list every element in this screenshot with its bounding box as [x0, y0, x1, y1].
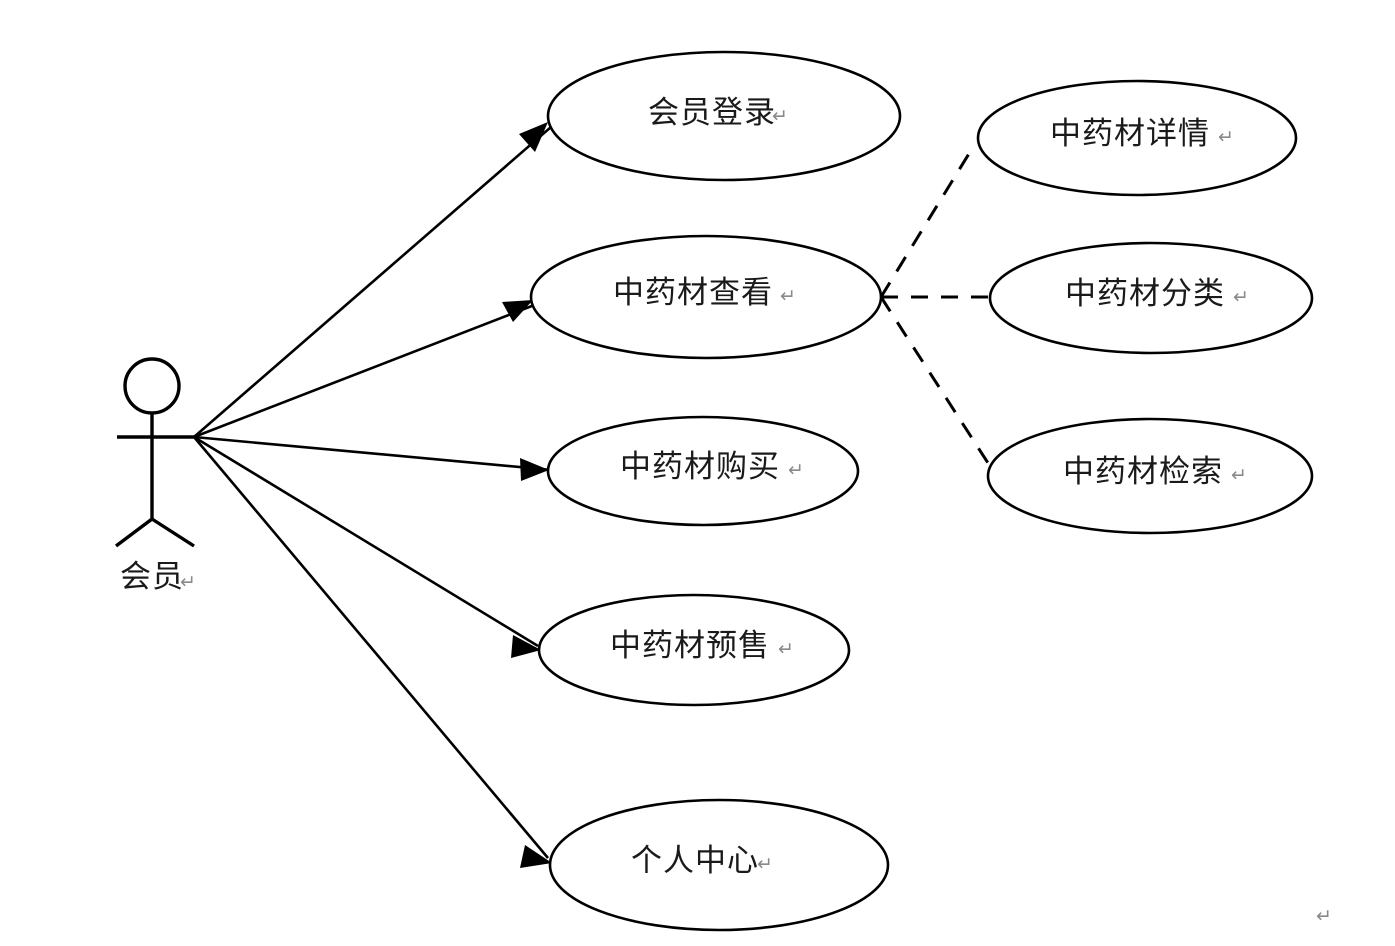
arrowhead-icon: [520, 845, 552, 868]
actor-member[interactable]: 会员 ↵: [114, 357, 196, 594]
dependency-layer: [879, 151, 992, 464]
use-case-label: 中药材查看: [613, 275, 773, 310]
pilcrow-icon: ↵: [788, 460, 804, 481]
arrowhead-icon: [511, 635, 541, 658]
use-case-herb-detail[interactable]: 中药材详情 ↵: [976, 79, 1298, 197]
association-line: [193, 436, 549, 859]
actor-label: 会员: [120, 559, 184, 594]
use-case-herb-purchase[interactable]: 中药材购买 ↵: [546, 415, 860, 527]
use-case-ellipse: [546, 415, 860, 527]
dependency-herb-view-to-detail[interactable]: [879, 151, 972, 298]
association-member-to-login[interactable]: [193, 122, 552, 438]
pilcrow-icon: ↵: [778, 639, 794, 660]
use-case-label: 中药材购买: [620, 449, 780, 484]
use-case-ellipse: [537, 593, 851, 707]
association-line: [193, 435, 539, 648]
association-layer: [193, 122, 553, 868]
use-case-herb-view[interactable]: 中药材查看 ↵: [529, 234, 883, 360]
association-line: [193, 302, 538, 439]
association-line: [193, 126, 552, 438]
association-line: [193, 435, 553, 472]
dependency-herb-view-to-search[interactable]: [879, 296, 990, 464]
pilcrow-icon: ↵: [180, 572, 196, 593]
arrowhead-icon: [520, 458, 549, 481]
use-case-ellipse: [986, 417, 1314, 535]
actor-head-icon: [123, 357, 181, 415]
use-case-herb-search[interactable]: 中药材检索 ↵: [986, 417, 1314, 535]
use-case-ellipse: [546, 50, 902, 182]
use-case-label: 会员登录: [648, 95, 776, 130]
use-case-herb-category[interactable]: 中药材分类 ↵: [988, 241, 1314, 355]
pilcrow-icon: ↵: [1231, 465, 1247, 486]
association-member-to-herb-presale[interactable]: [193, 435, 541, 658]
pilcrow-icon: ↵: [772, 106, 788, 127]
pilcrow-icon: ↵: [780, 286, 796, 307]
use-case-herb-presale[interactable]: 中药材预售 ↵: [537, 593, 851, 707]
use-case-label: 中药材详情: [1050, 116, 1210, 151]
use-case-personal-center[interactable]: 个人中心 ↵: [548, 798, 890, 932]
use-case-label: 个人中心: [631, 843, 759, 878]
use-case-label: 中药材预售: [610, 628, 770, 663]
association-member-to-herb-purchase[interactable]: [193, 435, 553, 481]
pilcrow-icon: ↵: [757, 854, 773, 875]
association-member-to-personal-center[interactable]: [193, 436, 552, 868]
use-case-ellipse: [548, 798, 890, 932]
use-case-ellipse: [988, 241, 1314, 355]
use-case-ellipse: [976, 79, 1298, 197]
arrowhead-icon: [519, 122, 548, 152]
actor-left-leg-line: [114, 517, 154, 548]
pilcrow-icon: ↵: [1233, 287, 1249, 308]
use-case-ellipse: [529, 234, 883, 360]
page-end-pilcrow-icon: ↵: [1316, 906, 1332, 927]
arrowhead-icon: [502, 300, 533, 322]
pilcrow-icon: ↵: [1218, 127, 1234, 148]
use-case-member-login[interactable]: 会员登录 ↵: [546, 50, 902, 182]
use-case-label: 中药材分类: [1065, 276, 1225, 311]
actor-right-leg-line: [151, 517, 195, 548]
association-member-to-herb-view[interactable]: [193, 300, 538, 439]
use-case-label: 中药材检索: [1063, 454, 1223, 489]
